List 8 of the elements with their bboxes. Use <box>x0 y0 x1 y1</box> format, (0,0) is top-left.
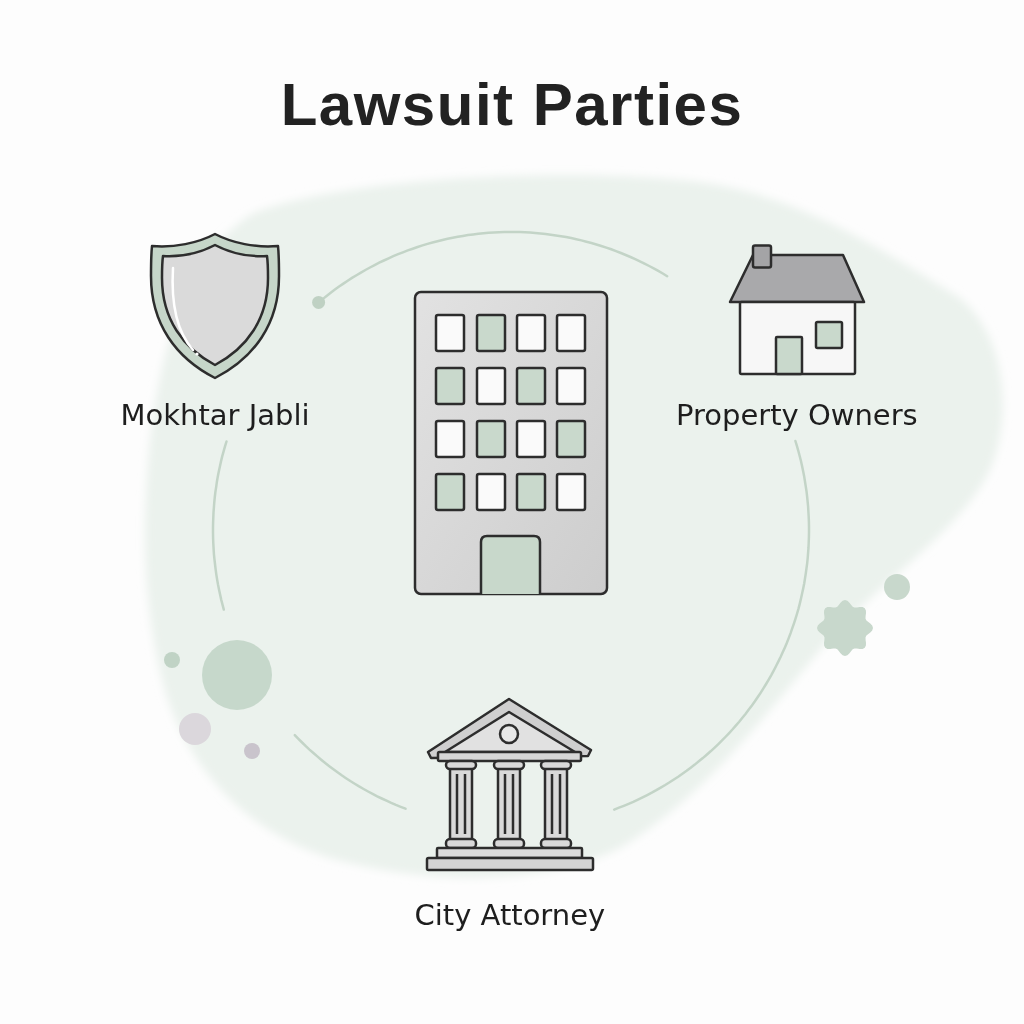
node-label: Property Owners <box>676 398 918 432</box>
ring-connector <box>312 230 669 309</box>
node-label: City Attorney <box>414 898 606 932</box>
diagram-title: Lawsuit Parties <box>280 71 744 138</box>
ring-connector <box>293 733 407 810</box>
ring-connector <box>211 440 228 611</box>
ring-connector <box>612 439 811 811</box>
node-label: Mokhtar Jabli <box>120 398 310 432</box>
